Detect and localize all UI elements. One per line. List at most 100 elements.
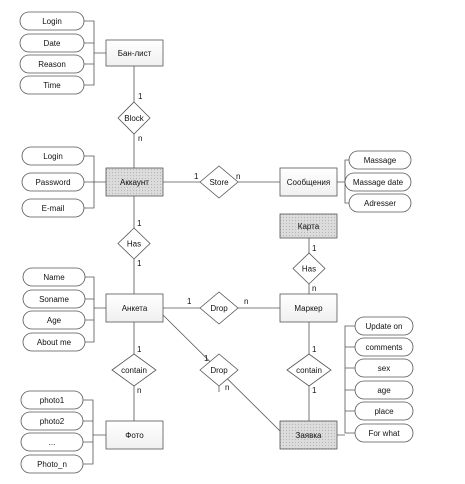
relationship-label: Drop — [210, 366, 228, 375]
relationship-label: Drop — [210, 304, 228, 313]
cardinality-label: n — [225, 383, 229, 392]
relationship-contain-profile-photo: contain — [111, 353, 157, 387]
attribute-label: Password — [35, 178, 70, 187]
attribute-label: E-mail — [42, 204, 65, 213]
cardinality-label: 1 — [204, 354, 209, 363]
attribute-oval — [20, 454, 84, 474]
entity-request: Заявка — [279, 420, 338, 450]
attribute-oval — [22, 289, 86, 309]
request-attributes: Update on comments sex age place For wha… — [354, 316, 414, 443]
entity-label: Фото — [125, 431, 144, 440]
relationship-has-account-profile: Has — [117, 227, 151, 260]
attribute-label: Reason — [38, 60, 66, 69]
attribute-label: Login — [42, 17, 62, 26]
relationship-label: Store — [209, 178, 229, 187]
attribute-oval — [22, 267, 86, 287]
attribute-label: About me — [37, 338, 72, 347]
entity-marker: Маркер — [279, 293, 338, 323]
cardinality-label: 1 — [312, 345, 317, 354]
attribute-oval — [19, 75, 85, 95]
entity-banlist: Бан-лист — [105, 39, 164, 67]
attribute-label: sex — [378, 364, 390, 373]
cardinality-labels: 1 n 1 n 1 1 1 n 1 n 1 n 1 n 1 1 — [137, 92, 317, 395]
attribute-oval — [19, 11, 85, 31]
attribute-oval — [19, 54, 85, 74]
relationship-label: Has — [127, 240, 141, 249]
attribute-oval — [354, 401, 414, 421]
attribute-label: Date — [44, 39, 61, 48]
attribute-label: For what — [368, 429, 400, 438]
attribute-label: Photo_n — [37, 460, 67, 469]
attribute-oval — [354, 337, 414, 357]
cardinality-label: 1 — [187, 297, 192, 306]
relationship-store: Store — [199, 165, 239, 199]
entity-label: Заявка — [296, 431, 323, 440]
attribute-label: Age — [47, 316, 62, 325]
photo-attributes: photo1 photo2 ... Photo_n — [20, 390, 84, 474]
cardinality-label: 1 — [312, 244, 317, 253]
attribute-oval — [21, 172, 85, 192]
cardinality-label: 1 — [138, 92, 143, 101]
attribute-label: photo1 — [40, 396, 65, 405]
attribute-label: Adresser — [364, 199, 396, 208]
attribute-oval — [22, 332, 86, 352]
attribute-label: place — [374, 407, 394, 416]
banlist-attributes: Login Date Reason Time — [19, 11, 85, 95]
attribute-oval — [348, 150, 412, 170]
cardinality-label: 1 — [312, 386, 317, 395]
cardinality-label: 1 — [137, 219, 142, 228]
cardinality-label: 1 — [194, 172, 199, 181]
entity-label: Анкета — [122, 304, 148, 313]
attribute-oval — [344, 172, 412, 192]
cardinality-label: n — [236, 172, 240, 181]
attribute-oval — [20, 432, 84, 452]
connector-lines — [83, 20, 355, 465]
cardinality-label: 1 — [137, 345, 142, 354]
attribute-label: Time — [43, 81, 61, 90]
attribute-oval — [354, 380, 414, 400]
attribute-label: photo2 — [40, 417, 65, 426]
relationships: Block Store Has Has Drop contain Drop c — [111, 101, 332, 387]
attribute-oval — [21, 146, 85, 166]
attribute-oval — [348, 193, 412, 213]
attribute-oval — [20, 411, 84, 431]
profile-attributes: Name Soname Age About me — [22, 267, 86, 352]
attribute-label: comments — [366, 343, 403, 352]
attribute-label: Massage date — [353, 178, 404, 187]
relationship-label: Block — [124, 114, 145, 123]
entity-profile: Анкета — [105, 293, 164, 323]
attribute-oval — [22, 310, 86, 330]
attribute-label: age — [377, 386, 391, 395]
cardinality-label: n — [137, 386, 141, 395]
relationship-contain-marker-request: contain — [286, 353, 332, 387]
relationship-has-map-marker: Has — [292, 252, 326, 285]
entity-label: Маркер — [294, 304, 323, 313]
attribute-oval — [354, 358, 414, 378]
messages-attributes: Massage Massage date Adresser — [344, 150, 412, 213]
attribute-label: Massage — [364, 156, 397, 165]
attribute-label: Login — [43, 152, 63, 161]
attribute-oval — [19, 33, 85, 53]
cardinality-label: 1 — [137, 259, 142, 268]
attribute-oval — [354, 423, 414, 443]
attribute-oval — [354, 316, 414, 336]
relationship-label: Has — [302, 265, 316, 274]
entity-label: Сообщения — [287, 178, 330, 187]
attribute-oval — [21, 198, 85, 218]
attribute-label: Soname — [39, 295, 69, 304]
entity-photo: Фото — [105, 420, 164, 450]
cardinality-label: n — [138, 134, 142, 143]
account-attributes: Login Password E-mail — [21, 146, 85, 218]
relationship-drop-profile-marker: Drop — [199, 291, 239, 325]
entity-label: Бан-лист — [118, 49, 152, 58]
relationship-label: contain — [296, 366, 322, 375]
entity-map: Карта — [279, 213, 338, 239]
entity-account: Аккаунт — [105, 167, 164, 197]
entity-label: Карта — [298, 222, 320, 231]
relationship-drop-profile-request: Drop — [199, 353, 239, 387]
attribute-label: Update on — [366, 322, 403, 331]
cardinality-label: n — [244, 297, 248, 306]
attribute-oval — [20, 390, 84, 410]
entity-label: Аккаунт — [120, 178, 149, 187]
